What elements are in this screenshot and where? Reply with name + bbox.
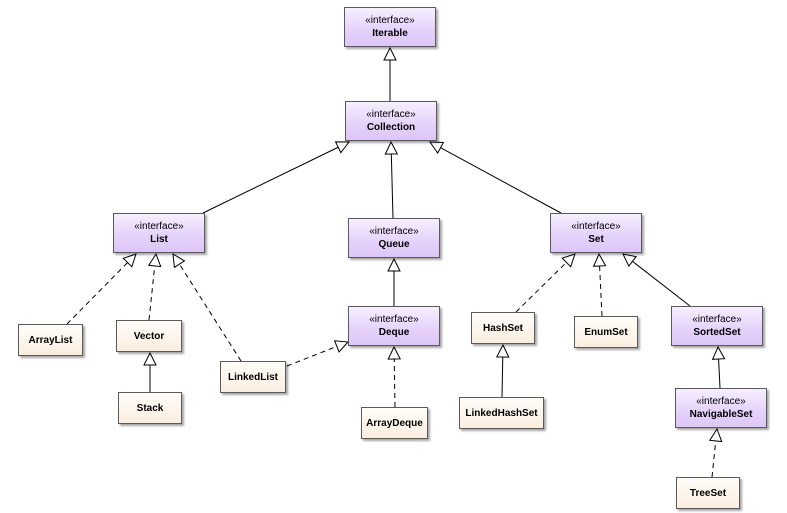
node-label: TreeSet [689,487,727,499]
arrowhead-deque [333,340,350,353]
node-arraydeque[interactable]: ArrayDeque [361,407,428,439]
node-label: ArrayList [28,334,73,346]
arrowhead-hashset [495,343,510,358]
node-hashset[interactable]: HashSet [471,312,535,344]
node-sortedset[interactable]: «interface» SortedSet [671,306,763,346]
node-label: SortedSet [693,326,741,338]
node-label: HashSet [482,322,523,334]
edge-linkedlist-to-list [179,263,242,362]
edge-arraylist-to-list [66,262,128,325]
arrowhead-list [122,253,137,268]
edge-hashset-to-set [515,262,567,313]
node-deque[interactable]: «interface» Deque [348,306,440,346]
node-arraylist[interactable]: ArrayList [18,324,83,356]
arrowhead-collection [334,141,351,154]
node-stereotype: «interface» [134,220,184,232]
node-iterable[interactable]: «interface» Iterable [344,7,436,47]
arrowhead-set [592,252,607,267]
edge-linkedhashset-to-hashset [501,356,504,398]
arrowhead-list [172,253,186,269]
node-stack[interactable]: Stack [118,392,182,424]
edge-vector-to-list [148,265,156,321]
node-label: Deque [378,326,410,338]
node-stereotype: «interface» [366,108,416,120]
node-vector[interactable]: Vector [116,320,182,352]
node-navigableset[interactable]: «interface» NavigableSet [675,388,767,428]
node-label: LinkedList [227,371,278,383]
arrowhead-navigableset [708,427,723,443]
node-stereotype: «interface» [692,313,742,325]
edge-sortedset-to-set [632,260,691,307]
arrowhead-list [147,252,162,268]
node-label: List [150,233,168,245]
node-label: Collection [366,121,416,133]
node-collection[interactable]: «interface» Collection [345,101,437,141]
arrowhead-sortedset [711,345,726,360]
node-set[interactable]: «interface» Set [550,213,642,253]
edge-linkedlist-to-deque [286,345,338,367]
node-label: LinkedHashSet [465,407,538,419]
node-queue[interactable]: «interface» Queue [348,218,440,258]
node-label: NavigableSet [689,408,753,420]
arrowhead-iterable [383,46,397,61]
node-label: ArrayDeque [366,417,423,429]
arrowhead-vector [143,351,157,366]
node-label: EnumSet [584,326,628,338]
node-linkedlist[interactable]: LinkedList [220,361,286,393]
node-label: Stack [136,402,164,414]
arrowhead-deque [387,345,402,360]
node-enumset[interactable]: EnumSet [574,316,638,348]
edge-treeset-to-navigableset [711,440,717,478]
node-label: Set [588,233,604,245]
node-list[interactable]: «interface» List [113,213,205,253]
edge-set-to-collection [440,147,562,214]
arrowhead-queue [387,257,401,272]
arrowhead-set [622,253,638,268]
edge-queue-to-collection [390,153,394,219]
arrowhead-collection [384,140,399,155]
edge-list-to-collection [202,146,339,214]
node-stereotype: «interface» [365,14,415,26]
arrowhead-set [561,253,576,268]
node-stereotype: «interface» [571,220,621,232]
node-label: Queue [378,238,410,250]
edge-navigableset-to-sortedset [718,358,721,389]
arrowhead-collection [429,141,445,154]
node-linkedhashset[interactable]: LinkedHashSet [459,397,544,429]
node-label: Iterable [372,27,408,39]
edge-arraydeque-to-deque [393,358,396,408]
node-stereotype: «interface» [369,313,419,325]
node-stereotype: «interface» [369,225,419,237]
node-stereotype: «interface» [696,395,746,407]
edge-enumset-to-set [599,265,603,317]
node-label: Vector [133,330,165,342]
node-treeset[interactable]: TreeSet [676,477,740,509]
